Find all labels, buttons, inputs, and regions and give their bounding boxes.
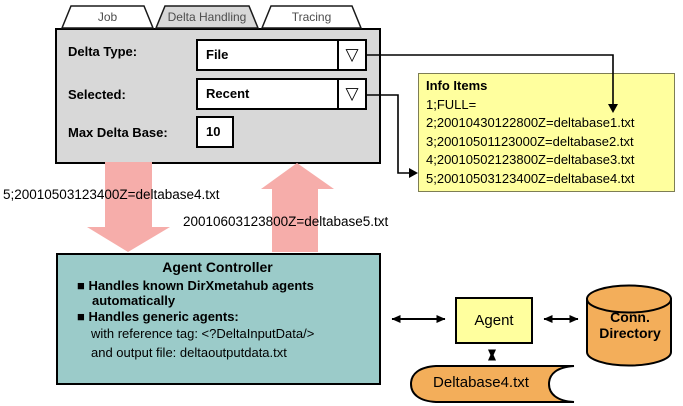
dropdown-arrow-icon: ▽ — [345, 84, 359, 103]
agent-controller-box: Agent Controller ■ Handles known DirXmet… — [56, 253, 381, 385]
info-item: 2;20010430122800Z=deltabase1.txt — [426, 115, 635, 130]
bullet-2-text: Handles generic agents: — [88, 309, 239, 324]
agent-controller-title: Agent Controller — [162, 259, 273, 275]
agent-controller-detail-1: with reference tag: <?DeltaInputData/> — [91, 326, 315, 341]
delta-type-dropdown-button[interactable]: ▽ — [337, 39, 367, 71]
upload-flow-arrow — [261, 163, 334, 252]
tab-job[interactable]: Job — [97, 10, 118, 24]
conn-directory-label: Conn. Directory — [588, 309, 672, 341]
info-item: 4;20010502123800Z=deltabase3.txt — [426, 152, 635, 167]
conn-directory-line1: Conn. — [610, 309, 650, 325]
selected-input[interactable]: Recent — [196, 78, 339, 110]
upload-flow-label: 20010603123800Z=deltabase5.txt — [183, 214, 389, 229]
info-item: 3;20010501123000Z=deltabase2.txt — [426, 133, 634, 149]
agent-controller-bullet-2: ■ Handles generic agents: — [64, 309, 371, 324]
max-delta-base-label: Max Delta Base: — [68, 125, 168, 140]
download-flow-arrow — [87, 162, 170, 252]
conn-directory-line2: Directory — [599, 325, 661, 341]
info-item: 1;FULL= — [426, 96, 477, 112]
tab-tracing[interactable]: Tracing — [291, 10, 332, 24]
max-delta-base-input[interactable]: 10 — [196, 116, 234, 148]
agent-controller-bullet-1: ■ Handles known DirXmetahub agents autom… — [64, 278, 371, 308]
download-flow-label: 5;20010503123400Z=deltabase4.txt — [3, 187, 220, 202]
bullet-1-text: Handles known DirXmetahub agents automat… — [88, 278, 314, 308]
agent-box: Agent — [455, 297, 533, 344]
dropdown-arrow-icon: ▽ — [345, 45, 359, 64]
bullet-square-icon: ■ — [77, 309, 85, 324]
bullet-square-icon: ■ — [77, 278, 85, 293]
agent-box-label: Agent — [474, 312, 514, 329]
delta-type-label: Delta Type: — [68, 44, 138, 59]
info-items-box: Info Items 1;FULL= 2;20010430122800Z=del… — [418, 73, 675, 192]
tab-delta-handling[interactable]: Delta Handling — [167, 10, 247, 24]
delta-type-input[interactable]: File — [196, 39, 339, 71]
selected-label: Selected: — [68, 87, 126, 102]
info-item: 5;20010503123400Z=deltabase4.txt — [426, 170, 635, 186]
agent-controller-detail-2: and output file: deltaoutputdata.txt — [91, 344, 287, 360]
info-items-title: Info Items — [426, 78, 488, 93]
deltabase-file-label: Deltabase4.txt — [433, 374, 529, 391]
selected-dropdown-button[interactable]: ▽ — [337, 78, 367, 110]
